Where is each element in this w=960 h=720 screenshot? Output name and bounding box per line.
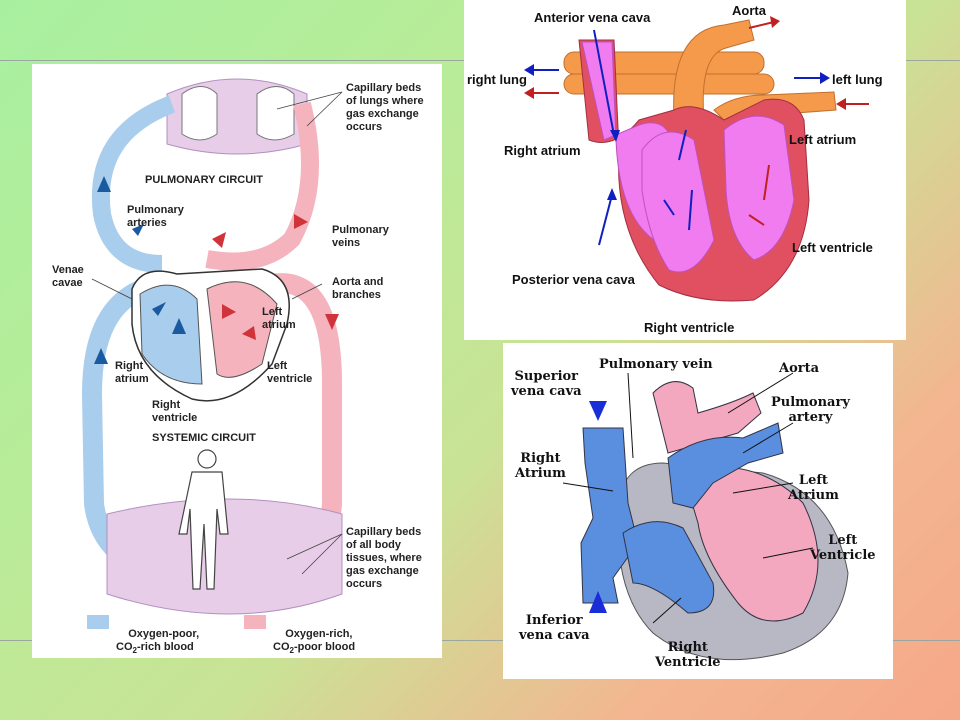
vena-cava-arrows: [589, 401, 607, 613]
label-left-atrium: Left Atrium: [788, 473, 839, 503]
label-left-lung: left lung: [832, 72, 883, 87]
legend-oxygen-rich-subscript: 2: [289, 646, 294, 656]
label-superior-vena-cava: Superior vena cava: [511, 369, 582, 399]
left-ventricle-region: [682, 466, 819, 622]
right-atrium-vena-cava: [580, 427, 639, 604]
label-right-atrium: Right atrium: [115, 360, 149, 385]
legend-oxygen-rich-text: Oxygen-rich,CO2-poor blood: [273, 615, 355, 670]
label-capillary-body: Capillary beds of all body tissues, wher…: [346, 526, 422, 590]
label-systemic-circuit: SYSTEMIC CIRCUIT: [152, 432, 256, 444]
legend-oxygen-rich-co: CO: [273, 641, 290, 653]
label-pulmonary-vein: Pulmonary vein: [599, 357, 713, 372]
label-right-ventricle: Right Ventricle: [655, 640, 721, 670]
label-right-lung: right lung: [467, 72, 527, 87]
label-pulmonary-circuit: PULMONARY CIRCUIT: [145, 174, 263, 186]
label-right-atrium: Right atrium: [504, 143, 581, 158]
red-arrows: [212, 214, 339, 340]
red-flow-arrows: [529, 21, 869, 226]
heart-anatomy-panel: Superior vena cava Pulmonary vein Aorta …: [503, 343, 893, 679]
label-pulmonary-veins: Pulmonary veins: [332, 224, 389, 249]
label-inferior-vena-cava: Inferior vena cava: [519, 613, 590, 643]
aorta-vessel-top: [652, 381, 762, 454]
pulmonary-artery-vessel: [91, 95, 176, 273]
label-right-ventricle: Right ventricle: [644, 320, 735, 335]
right-lung-shape: [256, 86, 295, 141]
label-left-ventricle: Left Ventricle: [810, 533, 876, 563]
left-ventricle-chamber: [723, 115, 795, 261]
label-aorta-branches: Aorta and branches: [332, 276, 384, 301]
label-aorta: Aorta: [779, 361, 820, 376]
legend-oxygen-poor-rest: -rich blood: [136, 641, 194, 653]
label-venae-cavae: Venae cavae: [52, 264, 84, 289]
label-anterior-vena-cava: Anterior vena cava: [534, 10, 651, 25]
heart-anatomy-svg: [562, 372, 849, 661]
label-pulmonary-artery: Pulmonary artery: [771, 395, 850, 425]
blue-flow-arrows: [529, 29, 824, 246]
right-ventricle-region: [622, 521, 715, 614]
heart-cross-section-panel: Anterior vena cava Aorta right lung left…: [464, 0, 906, 340]
right-ventricle-chamber: [641, 131, 715, 273]
label-posterior-vena-cava: Posterior vena cava: [512, 272, 635, 287]
legend-oxygen-rich-line1: Oxygen-rich,: [285, 628, 353, 640]
red-arrowheads: [524, 16, 846, 110]
label-left-ventricle: Left ventricle: [792, 240, 873, 255]
label-aorta: Aorta: [732, 3, 766, 18]
leader-lines: [91, 91, 343, 575]
label-right-ventricle: Right ventricle: [152, 399, 198, 424]
label-capillary-lungs: Capillary beds of lungs where gas exchan…: [346, 82, 424, 133]
label-pulmonary-arteries: Pulmonary arteries: [127, 204, 184, 229]
aorta-arch: [673, 19, 755, 121]
anatomy-leader-lines: [562, 372, 814, 624]
circulation-diagram-panel: Capillary beds of lungs where gas exchan…: [32, 64, 442, 658]
label-right-atrium: Right Atrium: [515, 451, 566, 481]
label-left-atrium: Left atrium: [262, 306, 296, 331]
circulation-diagram-svg: [81, 78, 343, 629]
pulmonary-artery-vessel: [667, 422, 784, 509]
legend-swatch-oxygen-rich: [244, 615, 266, 629]
left-lung-shape: [181, 86, 218, 141]
legend-oxygen-poor-text: Oxygen-poor,CO2-rich blood: [116, 615, 199, 670]
right-heart-chambers: [139, 284, 203, 385]
label-left-ventricle: Left ventricle: [267, 360, 313, 385]
legend-oxygen-poor-subscript: 2: [132, 646, 137, 656]
background-rule-bottom: [0, 640, 960, 641]
dark-blue-arrows: [94, 176, 186, 364]
legend-oxygen-poor-line1: Oxygen-poor,: [128, 628, 200, 640]
legend-swatch-oxygen-poor: [87, 615, 109, 629]
heart-cross-section-svg: [524, 16, 869, 302]
human-figure: [178, 449, 229, 590]
label-left-atrium: Left atrium: [789, 132, 857, 147]
legend-oxygen-poor-co: CO: [116, 641, 133, 653]
pulmonary-vein-vessel: [205, 101, 319, 271]
legend-oxygen-rich-rest: -poor blood: [293, 641, 356, 653]
blue-arrowheads: [524, 64, 830, 200]
